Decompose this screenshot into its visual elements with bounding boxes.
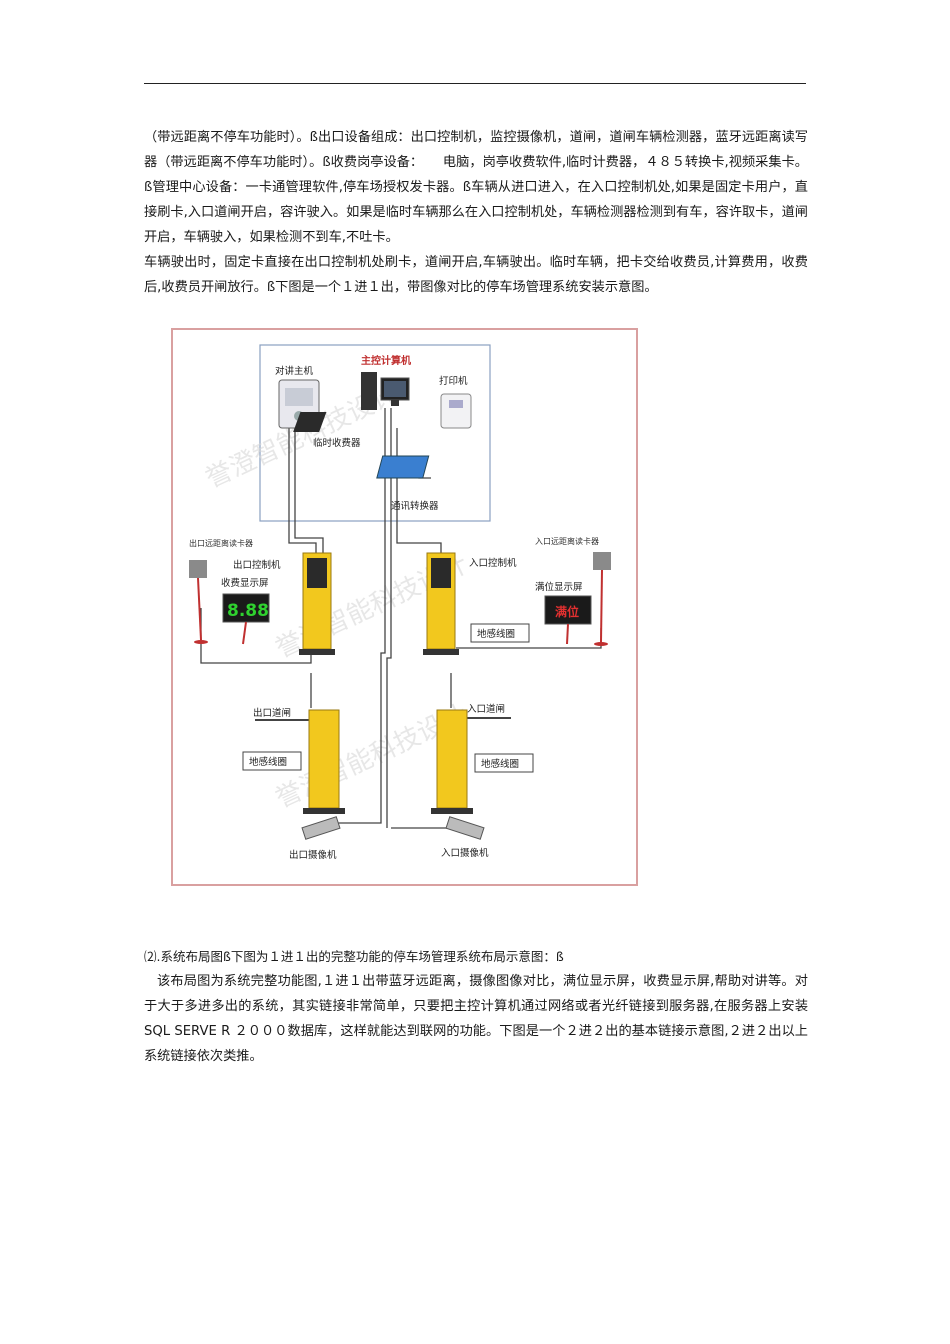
label-printer: 打印机 (439, 375, 468, 387)
label-intercom-host: 对讲主机 (275, 365, 314, 377)
label-entry-camera: 入口摄像机 (441, 847, 489, 859)
parking-install-diagram: 誉澄智能科技设计 誉澄智能科技设计 誉澄智能科技设计 对讲主机 主控计算机 打印… (171, 328, 638, 886)
label-loop-coil-1: 地感线圈 (477, 628, 515, 640)
comm-converter-icon (376, 455, 430, 479)
full-display-value: 满位 (555, 604, 579, 619)
paragraph-exit-process: 车辆驶出时，固定卡直接在出口控制机处刷卡，道闸开启,车辆驶出。临时车辆，把卡交给… (144, 255, 808, 295)
section-heading-layout: ⑵.系统布局图ß下图为１进１出的完整功能的停车场管理系统布局示意图：ß (144, 949, 564, 964)
fee-display-icon: 8.88 (222, 593, 270, 645)
label-loop-coil-2: 地感线圈 (249, 756, 287, 768)
label-full-display: 满位显示屏 (535, 581, 583, 593)
label-exit-controller: 出口控制机 (233, 559, 281, 571)
entry-controller-icon (423, 552, 459, 655)
label-exit-gate: 出口道闸 (253, 707, 291, 719)
fee-display-value: 8.88 (227, 601, 269, 621)
label-fee-display: 收费显示屏 (221, 577, 269, 589)
control-room-box (259, 344, 491, 522)
header-rule (144, 83, 806, 84)
loop-coil-box-2 (242, 751, 302, 771)
exit-reader-icon (189, 560, 208, 644)
main-computer-icon (361, 372, 410, 410)
paragraph-layout-desc: 该布局图为系统完整功能图,１进１出带蓝牙远距离，摄像图像对比，满位显示屏，收费显… (144, 974, 808, 1064)
loop-coil-box-3 (474, 753, 534, 773)
entry-gate-icon (431, 709, 511, 814)
label-entry-gate: 入口道闸 (467, 703, 505, 715)
exit-controller-icon (299, 552, 335, 655)
exit-gate-icon (255, 709, 345, 814)
full-display-icon: 满位 (544, 595, 592, 645)
label-comm-converter: 通讯转换器 (391, 500, 439, 512)
loop-coil-box-1 (470, 623, 530, 643)
label-exit-long-range-reader: 出口远距离读卡器 (189, 538, 253, 548)
entry-reader-icon (593, 552, 611, 646)
temp-fee-device-icon (293, 412, 327, 432)
exit-camera-icon (301, 816, 341, 840)
label-temp-fee-device: 临时收费器 (313, 437, 361, 449)
label-loop-coil-3: 地感线圈 (481, 758, 519, 770)
label-exit-camera: 出口摄像机 (289, 849, 337, 861)
label-main-computer: 主控计算机 (361, 354, 411, 367)
label-entry-long-range-reader: 入口远距离读卡器 (535, 536, 599, 546)
label-entry-controller: 入口控制机 (469, 557, 517, 569)
paragraph-equipment: （带远距离不停车功能时）。ß出口设备组成：出口控制机，监控摄像机，道闸，道闸车辆… (144, 130, 808, 245)
printer-icon (440, 393, 472, 429)
entry-camera-icon (445, 816, 485, 840)
